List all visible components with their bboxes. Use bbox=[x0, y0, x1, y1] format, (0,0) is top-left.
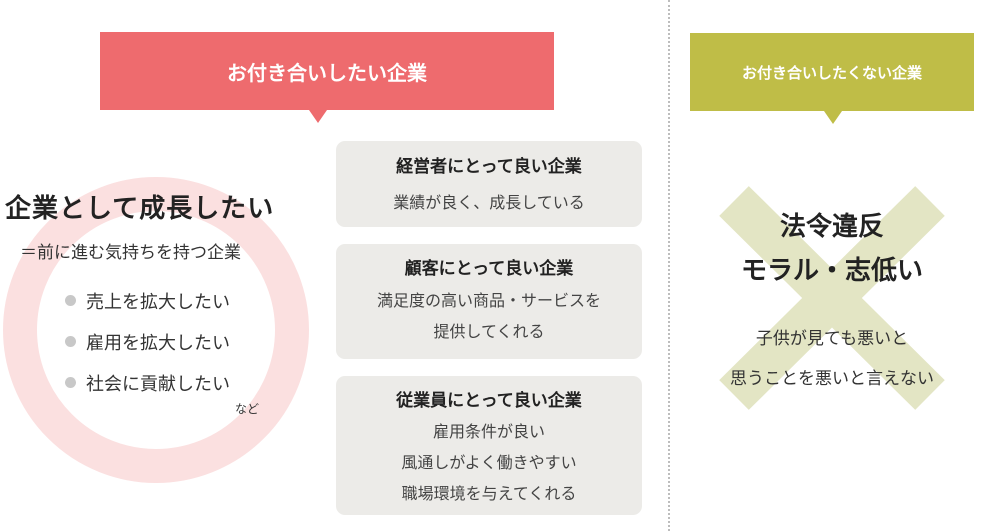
card-title: 従業員にとって良い企業 bbox=[396, 391, 582, 411]
right-desc-line: 子供が見ても悪いと bbox=[755, 329, 909, 349]
bullet-dot-icon bbox=[65, 336, 76, 347]
unwanted-companies-label: お付き合いしたくない企業 bbox=[741, 63, 922, 82]
card-title: 顧客にとって良い企業 bbox=[404, 259, 574, 279]
card-line: 風通しがよく働きやすい bbox=[401, 453, 577, 472]
cross-mark-icon bbox=[719, 186, 945, 410]
dotted-divider bbox=[668, 0, 670, 531]
list-item: 社会に貢献したい bbox=[65, 362, 230, 403]
circle-subtitle: ＝前に進む気持ちを持つ企業 bbox=[20, 243, 241, 263]
card-line: 職場環境を与えてくれる bbox=[401, 484, 577, 503]
list-item-label: 雇用を拡大したい bbox=[86, 332, 230, 354]
circle-ring-icon bbox=[3, 177, 309, 483]
growth-goals-list: 売上を拡大したい 雇用を拡大したい 社会に貢献したい bbox=[65, 280, 230, 403]
card-title: 経営者にとって良い企業 bbox=[396, 157, 582, 177]
unwanted-banner-pointer bbox=[824, 111, 842, 124]
customer-card: 顧客にとって良い企業 満足度の高い商品・サービスを 提供してくれる bbox=[336, 244, 642, 359]
wanted-banner-pointer bbox=[309, 110, 327, 123]
right-desc-line: 思うことを悪いと言えない bbox=[730, 369, 934, 389]
list-item-label: 社会に貢献したい bbox=[86, 373, 230, 395]
list-item: 売上を拡大したい bbox=[65, 280, 230, 321]
executive-card: 経営者にとって良い企業 業績が良く、成長している bbox=[336, 141, 642, 227]
card-line: 業績が良く、成長している bbox=[393, 193, 585, 212]
etc-note: など bbox=[235, 402, 260, 416]
list-item-label: 売上を拡大したい bbox=[86, 291, 230, 313]
right-title-line: モラル・志低い bbox=[740, 256, 923, 286]
unwanted-companies-banner: お付き合いしたくない企業 bbox=[690, 33, 974, 111]
employee-card: 従業員にとって良い企業 雇用条件が良い 風通しがよく働きやすい 職場環境を与えて… bbox=[336, 376, 642, 515]
circle-title: 企業として成長したい bbox=[5, 194, 275, 224]
card-line: 提供してくれる bbox=[433, 322, 545, 341]
right-title-line: 法令違反 bbox=[779, 212, 884, 242]
card-line: 満足度の高い商品・サービスを bbox=[376, 291, 601, 310]
card-line: 雇用条件が良い bbox=[432, 422, 545, 441]
wanted-companies-label: お付き合いしたい企業 bbox=[227, 60, 427, 85]
unwanted-traits: 法令違反 モラル・志低い 子供が見ても悪いと 思うことを悪いと言えない bbox=[690, 205, 974, 399]
list-item: 雇用を拡大したい bbox=[65, 321, 230, 362]
bullet-dot-icon bbox=[65, 295, 76, 306]
bullet-dot-icon bbox=[65, 377, 76, 388]
wanted-companies-banner: お付き合いしたい企業 bbox=[100, 32, 554, 110]
